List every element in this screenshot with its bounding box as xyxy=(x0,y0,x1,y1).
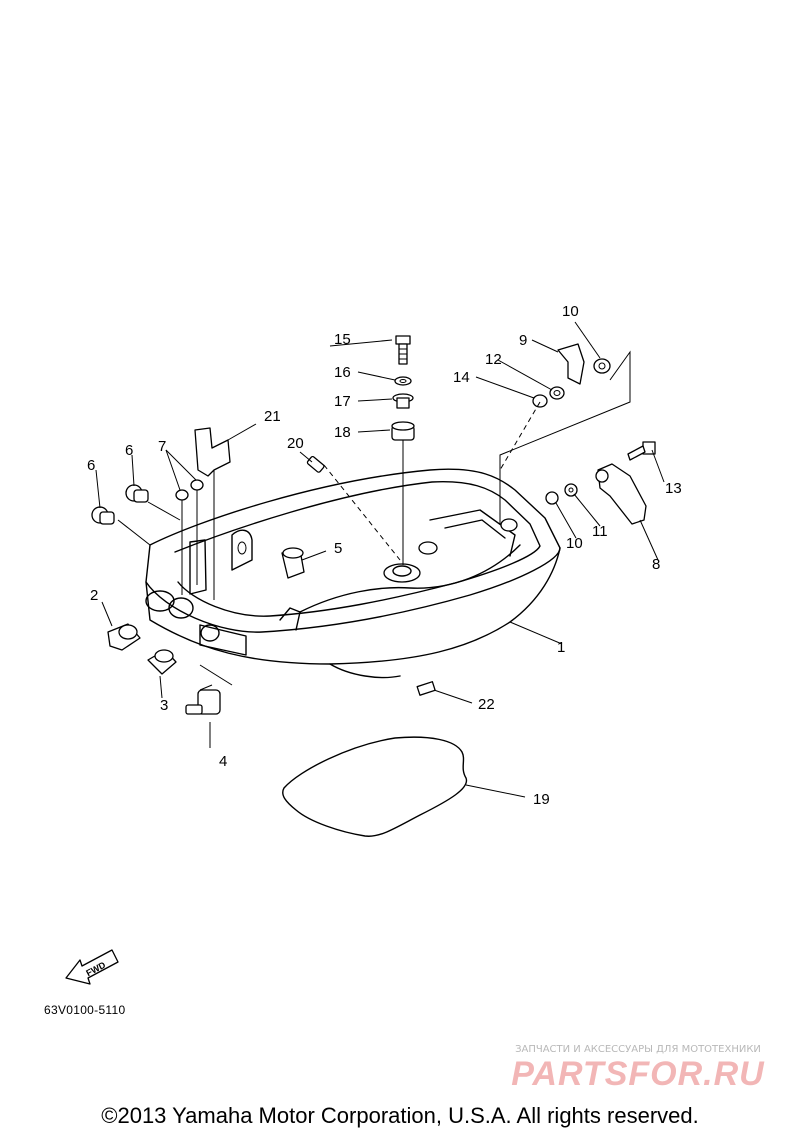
drawing-number: 63V0100-5110 xyxy=(44,1003,126,1017)
label-part-22 xyxy=(416,681,436,696)
bracket-part-8 xyxy=(595,463,647,525)
part-labels: 1 2 3 4 5 6 6 7 8 9 10 10 11 12 13 14 15… xyxy=(87,303,682,808)
part-label-14: 14 xyxy=(453,369,470,386)
nut-part-10a xyxy=(593,358,611,374)
screw-part-20 xyxy=(306,455,325,473)
watermark: ЗАПЧАСТИ И АКСЕССУАРЫ ДЛЯ МОТОТЕХНИКИ PA… xyxy=(488,1044,788,1093)
pins-part-7 xyxy=(175,479,204,595)
part-label-9: 9 xyxy=(519,332,527,349)
grommet-part-4 xyxy=(185,684,221,715)
part-label-8: 8 xyxy=(652,556,660,573)
part-label-22: 22 xyxy=(478,696,495,713)
part-label-17: 17 xyxy=(334,393,351,410)
part-label-5: 5 xyxy=(334,540,342,557)
watermark-tagline: ЗАПЧАСТИ И АКСЕССУАРЫ ДЛЯ МОТОТЕХНИКИ xyxy=(515,1044,761,1055)
part-label-3: 3 xyxy=(160,697,168,714)
washer-part-11 xyxy=(564,483,578,497)
grommet-part-18 xyxy=(391,421,415,441)
part-label-11: 11 xyxy=(592,523,608,540)
fwd-arrow-icon: FWD xyxy=(65,949,119,985)
bottom-cowling xyxy=(145,468,561,679)
part-label-1: 1 xyxy=(557,639,565,656)
nut-part-10b xyxy=(545,491,559,505)
copyright-notice: ©2013 Yamaha Motor Corporation, U.S.A. A… xyxy=(101,1103,699,1128)
part-label-10b: 10 xyxy=(566,535,583,552)
nut-part-14 xyxy=(532,394,548,408)
part-label-13: 13 xyxy=(665,480,682,497)
part-label-15: 15 xyxy=(334,331,351,348)
bracket-part-21 xyxy=(194,427,231,600)
part-label-20: 20 xyxy=(287,435,304,452)
part-label-21: 21 xyxy=(264,408,281,425)
part-label-16: 16 xyxy=(334,364,351,381)
grommet-part-6a xyxy=(91,506,115,525)
gasket-part-19 xyxy=(282,736,468,837)
part-label-10a: 10 xyxy=(562,303,579,320)
plug-part-3 xyxy=(147,649,177,675)
bolt-part-13 xyxy=(627,441,656,461)
part-label-19: 19 xyxy=(533,791,550,808)
part-label-7: 7 xyxy=(158,438,166,455)
collar-part-17 xyxy=(392,393,414,409)
clip-part-5 xyxy=(281,547,305,579)
part-label-4: 4 xyxy=(219,753,227,770)
bolt-part-15 xyxy=(395,335,411,365)
part-label-6a: 6 xyxy=(87,457,95,474)
bracket-part-9 xyxy=(557,343,585,385)
watermark-logo: PARTSFOR.RU xyxy=(511,1055,765,1093)
grommet-part-6b xyxy=(125,484,149,503)
part-label-18: 18 xyxy=(334,424,351,441)
leader-lines xyxy=(95,321,665,798)
grommet-part-2 xyxy=(107,623,141,651)
washer-part-16 xyxy=(394,376,412,386)
part-label-6b: 6 xyxy=(125,442,133,459)
part-label-12: 12 xyxy=(485,351,502,368)
washer-part-12 xyxy=(549,386,565,400)
part-label-2: 2 xyxy=(90,587,98,604)
